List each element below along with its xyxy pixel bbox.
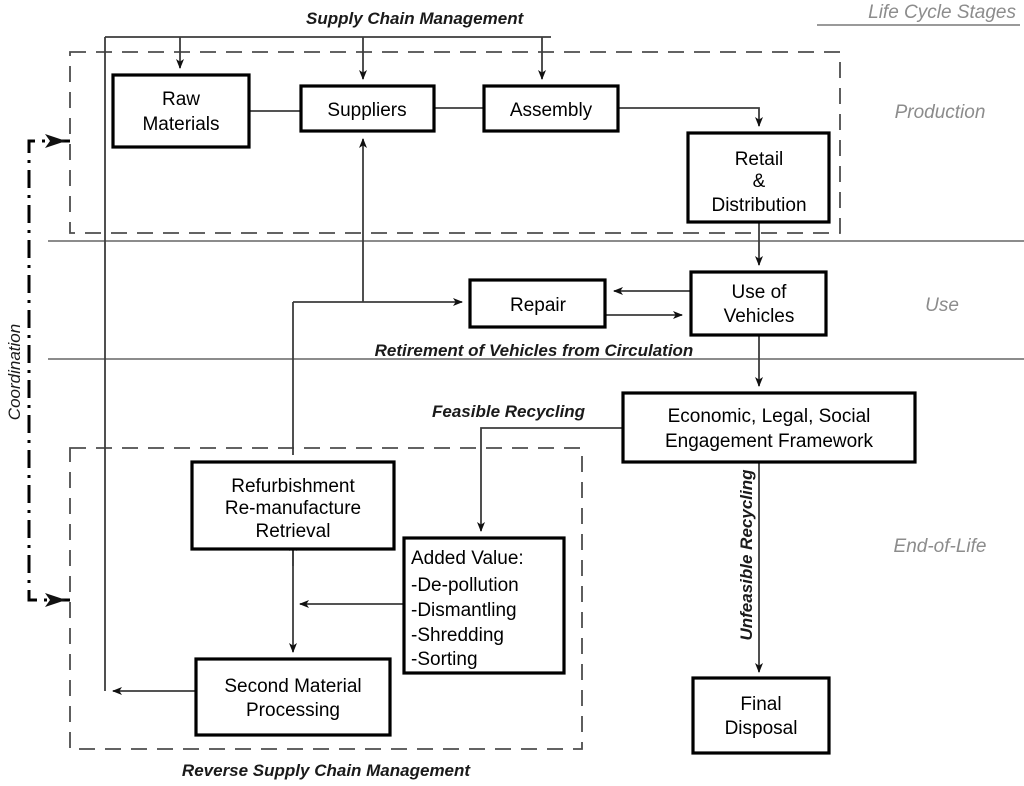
node-label: Vehicles xyxy=(724,306,795,327)
node-label: -Shredding xyxy=(411,625,504,646)
link-assembly-to-retail xyxy=(618,107,763,127)
reverse-supply-chain-label: Reverse Supply Chain Management xyxy=(182,761,471,780)
life-cycle-stages-label: Life Cycle Stages xyxy=(868,2,1016,23)
node-label: Raw xyxy=(162,89,200,110)
eol-connectors: Feasible Recycling Unfeasible Recycling … xyxy=(112,402,763,780)
node-label: -De-pollution xyxy=(411,575,519,596)
retirement-label: Retirement of Vehicles from Circulation xyxy=(375,341,694,360)
unfeasible-recycling-label: Unfeasible Recycling xyxy=(737,469,756,641)
node-label: Repair xyxy=(510,295,567,316)
node-raw-materials[interactable]: Raw Materials xyxy=(111,73,251,149)
node-label: Added Value: xyxy=(411,548,524,569)
node-final-disposal[interactable]: Final Disposal xyxy=(691,676,831,755)
node-label: Economic, Legal, Social xyxy=(668,406,871,427)
node-use-of-vehicles[interactable]: Use of Vehicles xyxy=(689,270,828,337)
node-label: Refurbishment xyxy=(231,476,355,497)
node-label: Suppliers xyxy=(327,100,406,121)
node-label: Retrieval xyxy=(256,521,331,542)
stage-label-production: Production xyxy=(895,102,986,123)
node-second-material-processing[interactable]: Second Material Processing xyxy=(194,657,392,737)
supply-chain-management-label: Supply Chain Management xyxy=(306,9,525,28)
coordination-arrow-bottom xyxy=(45,593,66,607)
node-label: Second Material xyxy=(224,676,361,697)
node-label: & xyxy=(753,171,766,192)
node-label: -Sorting xyxy=(411,649,478,670)
node-label: Distribution xyxy=(711,195,806,216)
supply-chain-bus: Supply Chain Management xyxy=(104,9,551,691)
node-label: Use of xyxy=(732,282,788,303)
feasible-recycling-label: Feasible Recycling xyxy=(432,402,586,421)
coordination-label: Coordination xyxy=(5,324,24,420)
stage-band-separators xyxy=(48,240,1024,360)
node-engagement-framework[interactable]: Economic, Legal, Social Engagement Frame… xyxy=(621,391,917,464)
coordination-bracket: Coordination xyxy=(5,134,70,607)
node-label: Retail xyxy=(735,149,784,170)
node-label: Final xyxy=(740,694,781,715)
coordination-arrow-top xyxy=(45,134,66,148)
node-refurbishment[interactable]: Refurbishment Re-manufacture Retrieval xyxy=(190,460,396,551)
node-suppliers[interactable]: Suppliers xyxy=(299,84,436,133)
link-framework-to-added-value xyxy=(477,427,623,532)
node-repair[interactable]: Repair xyxy=(468,278,607,329)
node-label: Processing xyxy=(246,700,340,721)
stage-label-use: Use xyxy=(925,295,959,316)
use-connectors: Retirement of Vehicles from Circulation xyxy=(292,138,763,455)
node-label: Materials xyxy=(142,114,219,135)
node-label: Assembly xyxy=(510,100,593,121)
production-connectors xyxy=(249,107,763,266)
node-label: Engagement Framework xyxy=(665,431,874,452)
reverse-supply-chain-dashed-boundary xyxy=(69,447,583,750)
node-label: Disposal xyxy=(725,718,798,739)
stage-label-end-of-life: End-of-Life xyxy=(894,536,987,557)
node-label: -Dismantling xyxy=(411,600,517,621)
node-label: Re-manufacture xyxy=(225,498,361,519)
supply-chain-dashed-boundary xyxy=(69,51,841,234)
life-cycle-stages-heading: Life Cycle Stages xyxy=(817,2,1020,26)
node-retail-distribution[interactable]: Retail & Distribution xyxy=(686,131,831,224)
node-added-value[interactable]: Added Value: -De-pollution -Dismantling … xyxy=(402,536,566,675)
node-assembly[interactable]: Assembly xyxy=(482,84,620,133)
